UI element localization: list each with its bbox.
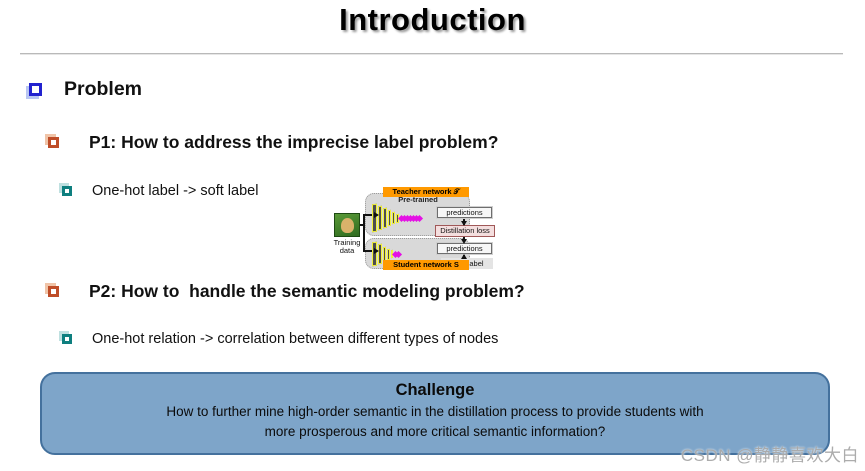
- student-predictions-box: predictions: [437, 243, 492, 254]
- arrow-down-icon: [461, 239, 467, 244]
- outline-item-problem: Problem: [29, 78, 142, 101]
- challenge-text-line1: How to further mine high-order semantic …: [166, 404, 704, 419]
- title-divider: [20, 53, 843, 55]
- outline-text: One-hot label -> soft label: [92, 183, 259, 199]
- arrow-up-icon: [461, 254, 467, 259]
- outline-item-p2-sub: One-hot relation -> correlation between …: [62, 331, 498, 347]
- challenge-text-line2: more prosperous and more critical semant…: [264, 424, 606, 439]
- challenge-title: Challenge: [395, 381, 475, 399]
- training-data-image: [334, 213, 360, 237]
- distillation-figure: Teacher network 𝒯 Pre-trained: [331, 187, 501, 271]
- connector-line: [360, 224, 364, 226]
- square-bullet-icon: [62, 186, 72, 196]
- square-bullet-icon: [48, 286, 59, 297]
- connector-line: [363, 250, 374, 252]
- dog-icon: [341, 218, 354, 233]
- connector-line: [363, 214, 365, 251]
- outline-item-p2: P2: How to handle the semantic modeling …: [45, 281, 525, 302]
- arrow-right-icon: [374, 248, 379, 254]
- outline-item-p1: P1: How to address the imprecise label p…: [45, 132, 498, 153]
- training-data-label: Training data: [333, 238, 361, 255]
- connector-line: [363, 214, 374, 216]
- outline-text: P1: How to address the imprecise label p…: [89, 132, 499, 152]
- challenge-callout: Challenge How to further mine high-order…: [40, 372, 830, 455]
- teacher-predictions-box: predictions: [437, 207, 492, 218]
- teacher-network-label: Teacher network 𝒯: [383, 187, 469, 197]
- square-bullet-icon: [48, 137, 59, 148]
- pretrained-label: Pre-trained: [398, 195, 438, 204]
- distillation-loss-box: Distillation loss: [435, 225, 495, 237]
- csdn-watermark: CSDN @静静喜欢大白: [680, 446, 859, 465]
- outline-text: Problem: [64, 78, 143, 100]
- arrow-right-icon: [374, 212, 379, 218]
- outline-item-p1-sub: One-hot label -> soft label: [62, 183, 258, 199]
- outline-text: P2: How to handle the semantic modeling …: [89, 281, 525, 301]
- square-bullet-icon: [62, 334, 72, 344]
- arrow-down-icon: [461, 221, 467, 226]
- student-network-label: Student network S: [383, 260, 469, 270]
- outline-text: One-hot relation -> correlation between …: [92, 331, 499, 347]
- square-bullet-icon: [29, 83, 42, 96]
- teacher-cnn-layers: [372, 202, 424, 234]
- slide-title: Introduction: [339, 2, 526, 37]
